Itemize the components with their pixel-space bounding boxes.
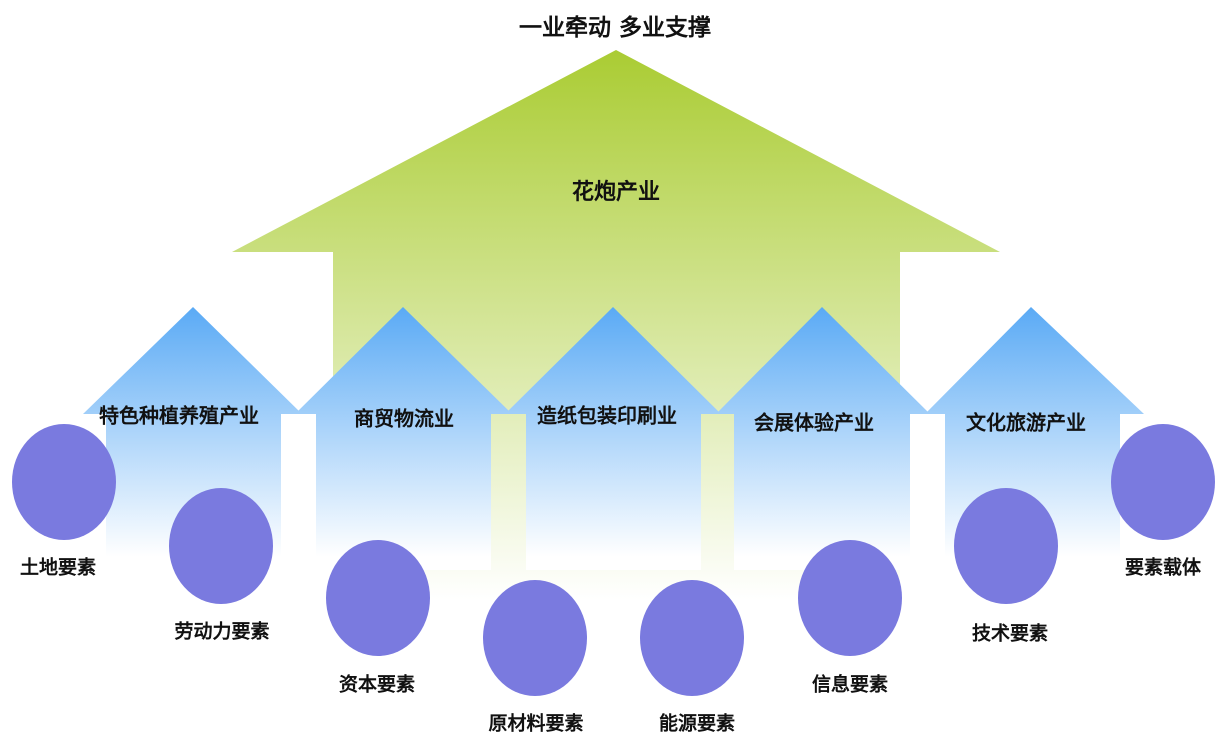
factor-circle bbox=[326, 540, 430, 656]
factor-circle bbox=[1111, 424, 1215, 540]
factor-label: 资本要素 bbox=[338, 673, 416, 696]
sub-industry-arrow bbox=[505, 307, 721, 570]
factor-label: 能源要素 bbox=[658, 712, 736, 735]
factor-circle bbox=[169, 488, 273, 604]
factor-label: 原材料要素 bbox=[488, 712, 584, 735]
sub-industry-label: 会展体验产业 bbox=[754, 410, 874, 435]
factor-label: 土地要素 bbox=[19, 556, 97, 579]
sub-industry-arrow bbox=[295, 307, 512, 570]
factor-label: 技术要素 bbox=[971, 622, 1049, 645]
factor-circle bbox=[483, 580, 587, 696]
sub-industry-label: 商贸物流业 bbox=[354, 406, 454, 431]
factor-circle bbox=[12, 424, 116, 540]
factor-label: 信息要素 bbox=[811, 673, 889, 696]
factor-label: 要素载体 bbox=[1124, 556, 1202, 579]
factor-label: 劳动力要素 bbox=[174, 620, 270, 643]
factor-circle bbox=[798, 540, 902, 656]
sub-industry-label: 造纸包装印刷业 bbox=[537, 403, 677, 428]
sub-industry-label: 特色种植养殖产业 bbox=[99, 403, 259, 428]
factor-circle bbox=[640, 580, 744, 696]
sub-industry-arrow bbox=[716, 307, 930, 570]
main-industry-label: 花炮产业 bbox=[571, 180, 661, 205]
diagram-title: 一业牵动 多业支撑 bbox=[518, 15, 712, 41]
sub-industry-label: 文化旅游产业 bbox=[966, 410, 1086, 435]
factor-circle bbox=[954, 488, 1058, 604]
